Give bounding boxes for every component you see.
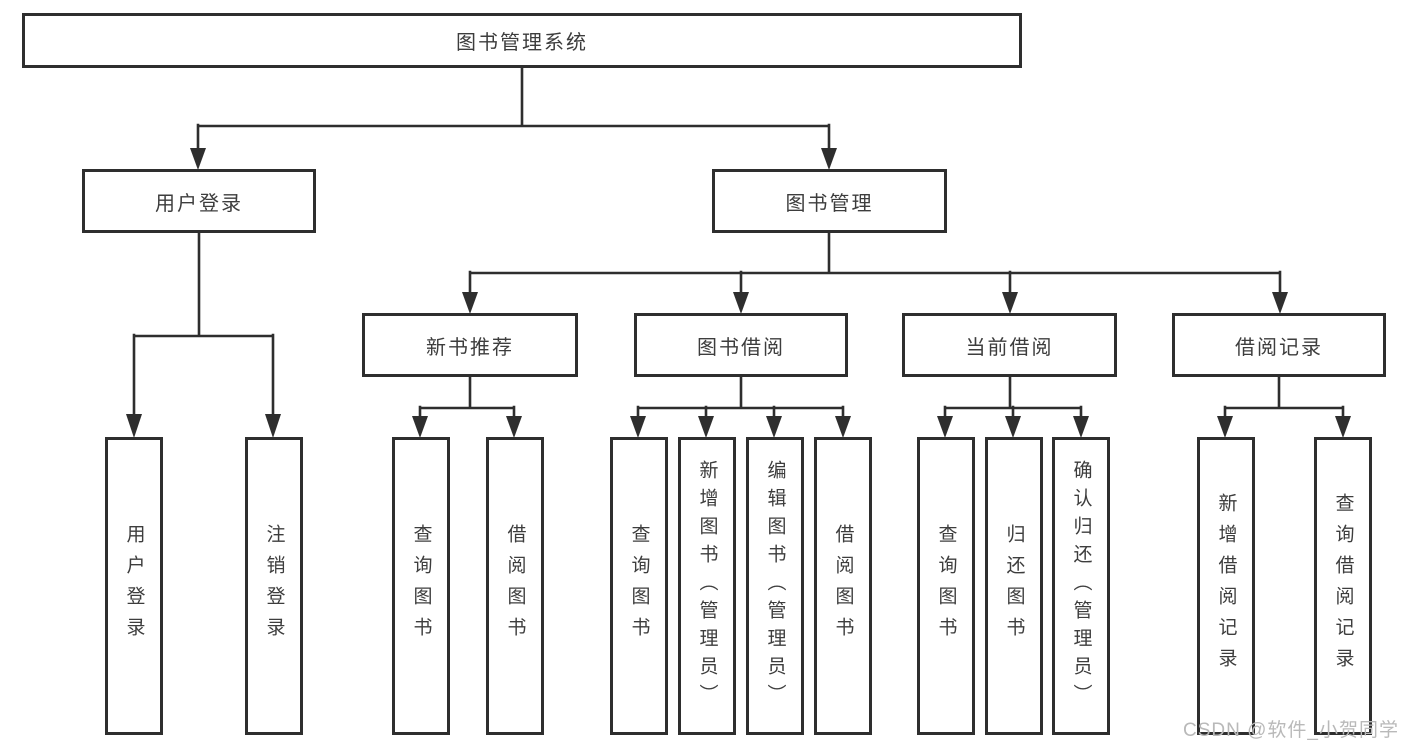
leaf-query-books-recommend: 查询图书 xyxy=(392,437,450,735)
leaf-query-books-current: 查询图书 xyxy=(917,437,975,735)
node-root: 图书管理系统 xyxy=(22,13,1022,68)
leaf-confirm-return-admin: 确认归还（管理员） xyxy=(1052,437,1110,735)
leaf-add-borrow-record: 新增借阅记录 xyxy=(1197,437,1255,735)
leaf-query-books-borrow: 查询图书 xyxy=(610,437,668,735)
leaf-return-book: 归还图书 xyxy=(985,437,1043,735)
node-borrow-records: 借阅记录 xyxy=(1172,313,1386,377)
node-current-borrow: 当前借阅 xyxy=(902,313,1117,377)
leaf-edit-book-admin: 编辑图书（管理员） xyxy=(746,437,804,735)
leaf-query-borrow-record: 查询借阅记录 xyxy=(1314,437,1372,735)
node-user-login: 用户登录 xyxy=(82,169,316,233)
node-new-book-recommend: 新书推荐 xyxy=(362,313,578,377)
node-book-management: 图书管理 xyxy=(712,169,947,233)
leaf-borrow-books-borrow: 借阅图书 xyxy=(814,437,872,735)
leaf-borrow-books-recommend: 借阅图书 xyxy=(486,437,544,735)
node-book-borrow: 图书借阅 xyxy=(634,313,848,377)
csdn-watermark: CSDN @软件_小贺同学 xyxy=(1183,720,1399,741)
leaf-add-book-admin: 新增图书（管理员） xyxy=(678,437,736,735)
leaf-logout: 注销登录 xyxy=(245,437,303,735)
leaf-user-login: 用户登录 xyxy=(105,437,163,735)
